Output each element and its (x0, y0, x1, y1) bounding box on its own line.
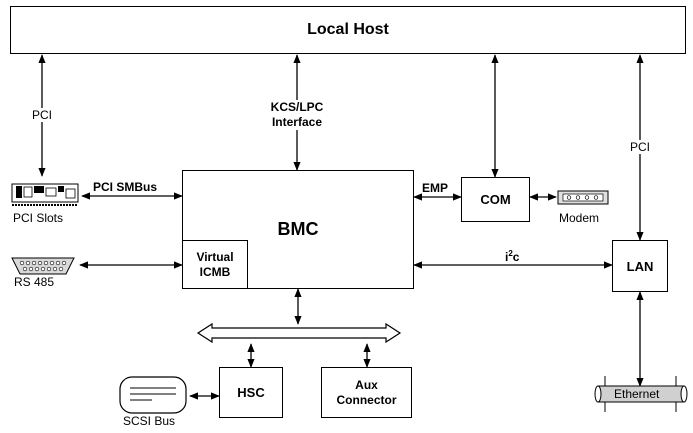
aux-connector-box: Aux Connector (321, 367, 412, 418)
kcs-lpc-line2: Interface (271, 115, 323, 129)
virtual-icmb-line1: Virtual (196, 249, 234, 264)
emp-label: EMP (422, 181, 449, 195)
scsi-bus-label: SCSI Bus (123, 414, 176, 428)
lan-label: LAN (626, 258, 654, 274)
kcs-lpc-label: KCS/LPC Interface (268, 100, 326, 130)
i2c-sup: 2 (508, 249, 513, 258)
scsi-bus-icon (119, 376, 187, 414)
hsc-label: HSC (237, 385, 265, 400)
ipmb-bus (196, 322, 402, 344)
local-host-box: Local Host (10, 6, 686, 54)
virtual-icmb-box: Virtual ICMB (182, 240, 248, 289)
pci-smbus-label: PCI SMBus (93, 180, 158, 194)
local-host-label: Local Host (307, 21, 389, 38)
bmc-label: BMC (277, 219, 319, 239)
pci-left-label: PCI (29, 108, 55, 122)
pci-right-label: PCI (627, 140, 653, 154)
virtual-icmb-line2: ICMB (199, 264, 231, 279)
com-box: COM (461, 177, 530, 222)
i2c-label: i2c (505, 247, 519, 264)
pci-slots-icon (11, 183, 79, 206)
com-label: COM (480, 192, 511, 207)
aux-line2: Connector (336, 392, 397, 407)
ethernet-label: Ethernet (614, 387, 660, 401)
kcs-lpc-line1: KCS/LPC (270, 100, 324, 114)
rs485-connector-icon (11, 257, 75, 275)
hsc-box: HSC (219, 367, 283, 418)
ethernet-cable-icon (594, 376, 688, 412)
i2c-base: i (505, 250, 509, 264)
lan-box: LAN (612, 240, 668, 292)
i2c-tail: c (512, 250, 520, 264)
pci-slots-label: PCI Slots (13, 211, 64, 225)
modem-label: Modem (559, 211, 600, 225)
modem-icon (557, 190, 609, 205)
rs485-label: RS 485 (14, 275, 55, 289)
aux-line1: Aux (355, 377, 378, 392)
